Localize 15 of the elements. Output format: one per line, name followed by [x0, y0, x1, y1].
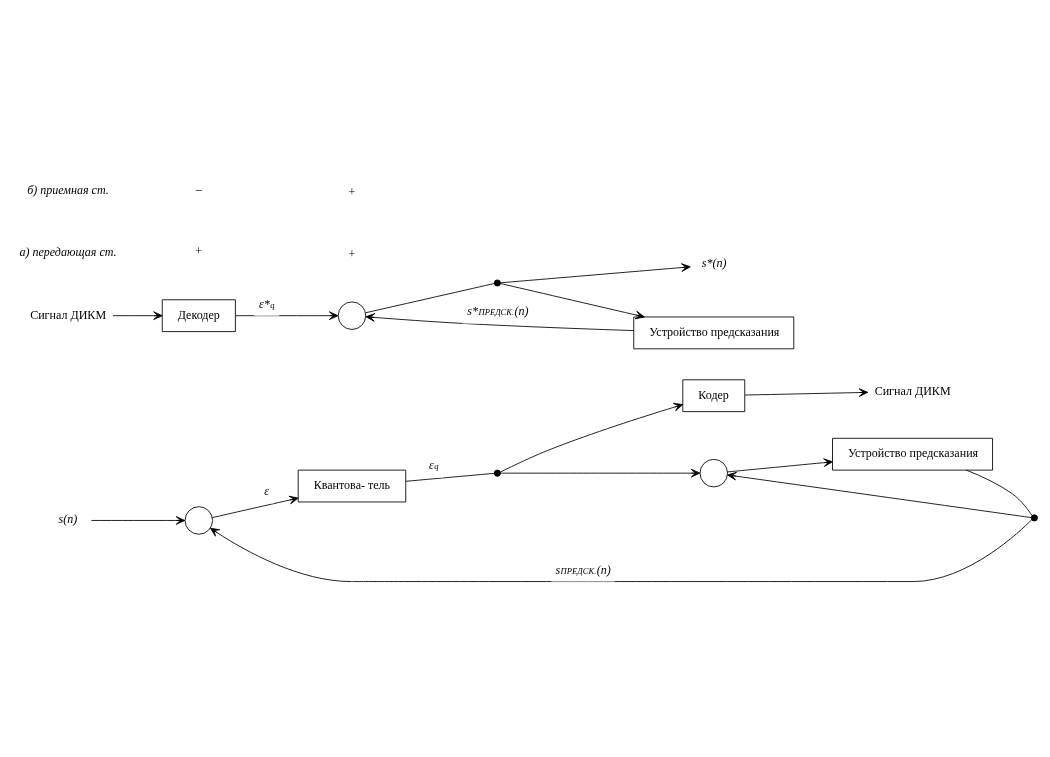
- edge-label: ε*q: [259, 296, 275, 311]
- label: +: [194, 244, 203, 259]
- label: а) передающая ст.: [19, 245, 117, 260]
- node-text: Сигнал ДИКМ: [874, 383, 951, 398]
- label: –: [195, 182, 202, 197]
- label: б) приемная ст.: [27, 183, 109, 198]
- node-text: s*(n): [701, 256, 727, 271]
- node-text: s(n): [58, 511, 78, 526]
- edge-label: ε: [264, 484, 269, 499]
- edge-label: sПРЕДСК.(n): [555, 562, 611, 577]
- label: +: [347, 184, 356, 199]
- node-text: Сигнал ДИКМ: [30, 307, 107, 322]
- label: +: [347, 246, 356, 261]
- edge-label: εq: [428, 458, 439, 473]
- edge-label: s*ПРЕДСК.(n): [467, 304, 529, 319]
